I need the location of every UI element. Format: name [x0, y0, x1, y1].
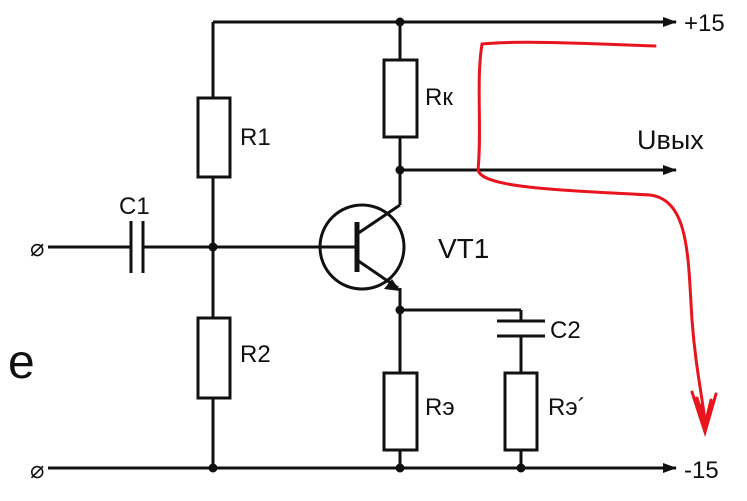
label-output: Uвых: [637, 125, 704, 155]
resistor-r1: [196, 96, 232, 179]
label-c2: C2: [550, 317, 581, 344]
label-re-prime: Rэ´: [548, 394, 586, 421]
current-path-annotation: [476, 40, 707, 422]
resistor-re-prime: [503, 371, 539, 452]
label-supply-neg: -15: [684, 457, 719, 484]
input-terminal: ⌀: [30, 235, 44, 262]
label-transistor: VT1: [438, 233, 489, 264]
resistor-re: [382, 371, 419, 452]
label-rk: Rк: [425, 84, 453, 111]
label-r2: R2: [240, 341, 271, 368]
resistor-rk: [382, 58, 419, 139]
annotation-arrowhead: [690, 390, 718, 438]
transistor-vt1: [318, 203, 406, 291]
label-c1: C1: [119, 193, 150, 220]
ground-terminal: ⌀: [30, 457, 44, 484]
label-source: e: [8, 336, 35, 389]
label-supply-pos: +15: [684, 10, 725, 37]
junction-dots: [208, 17, 526, 473]
resistor-r2: [196, 316, 232, 400]
label-r1: R1: [240, 124, 271, 151]
label-re: Rэ: [425, 394, 455, 421]
